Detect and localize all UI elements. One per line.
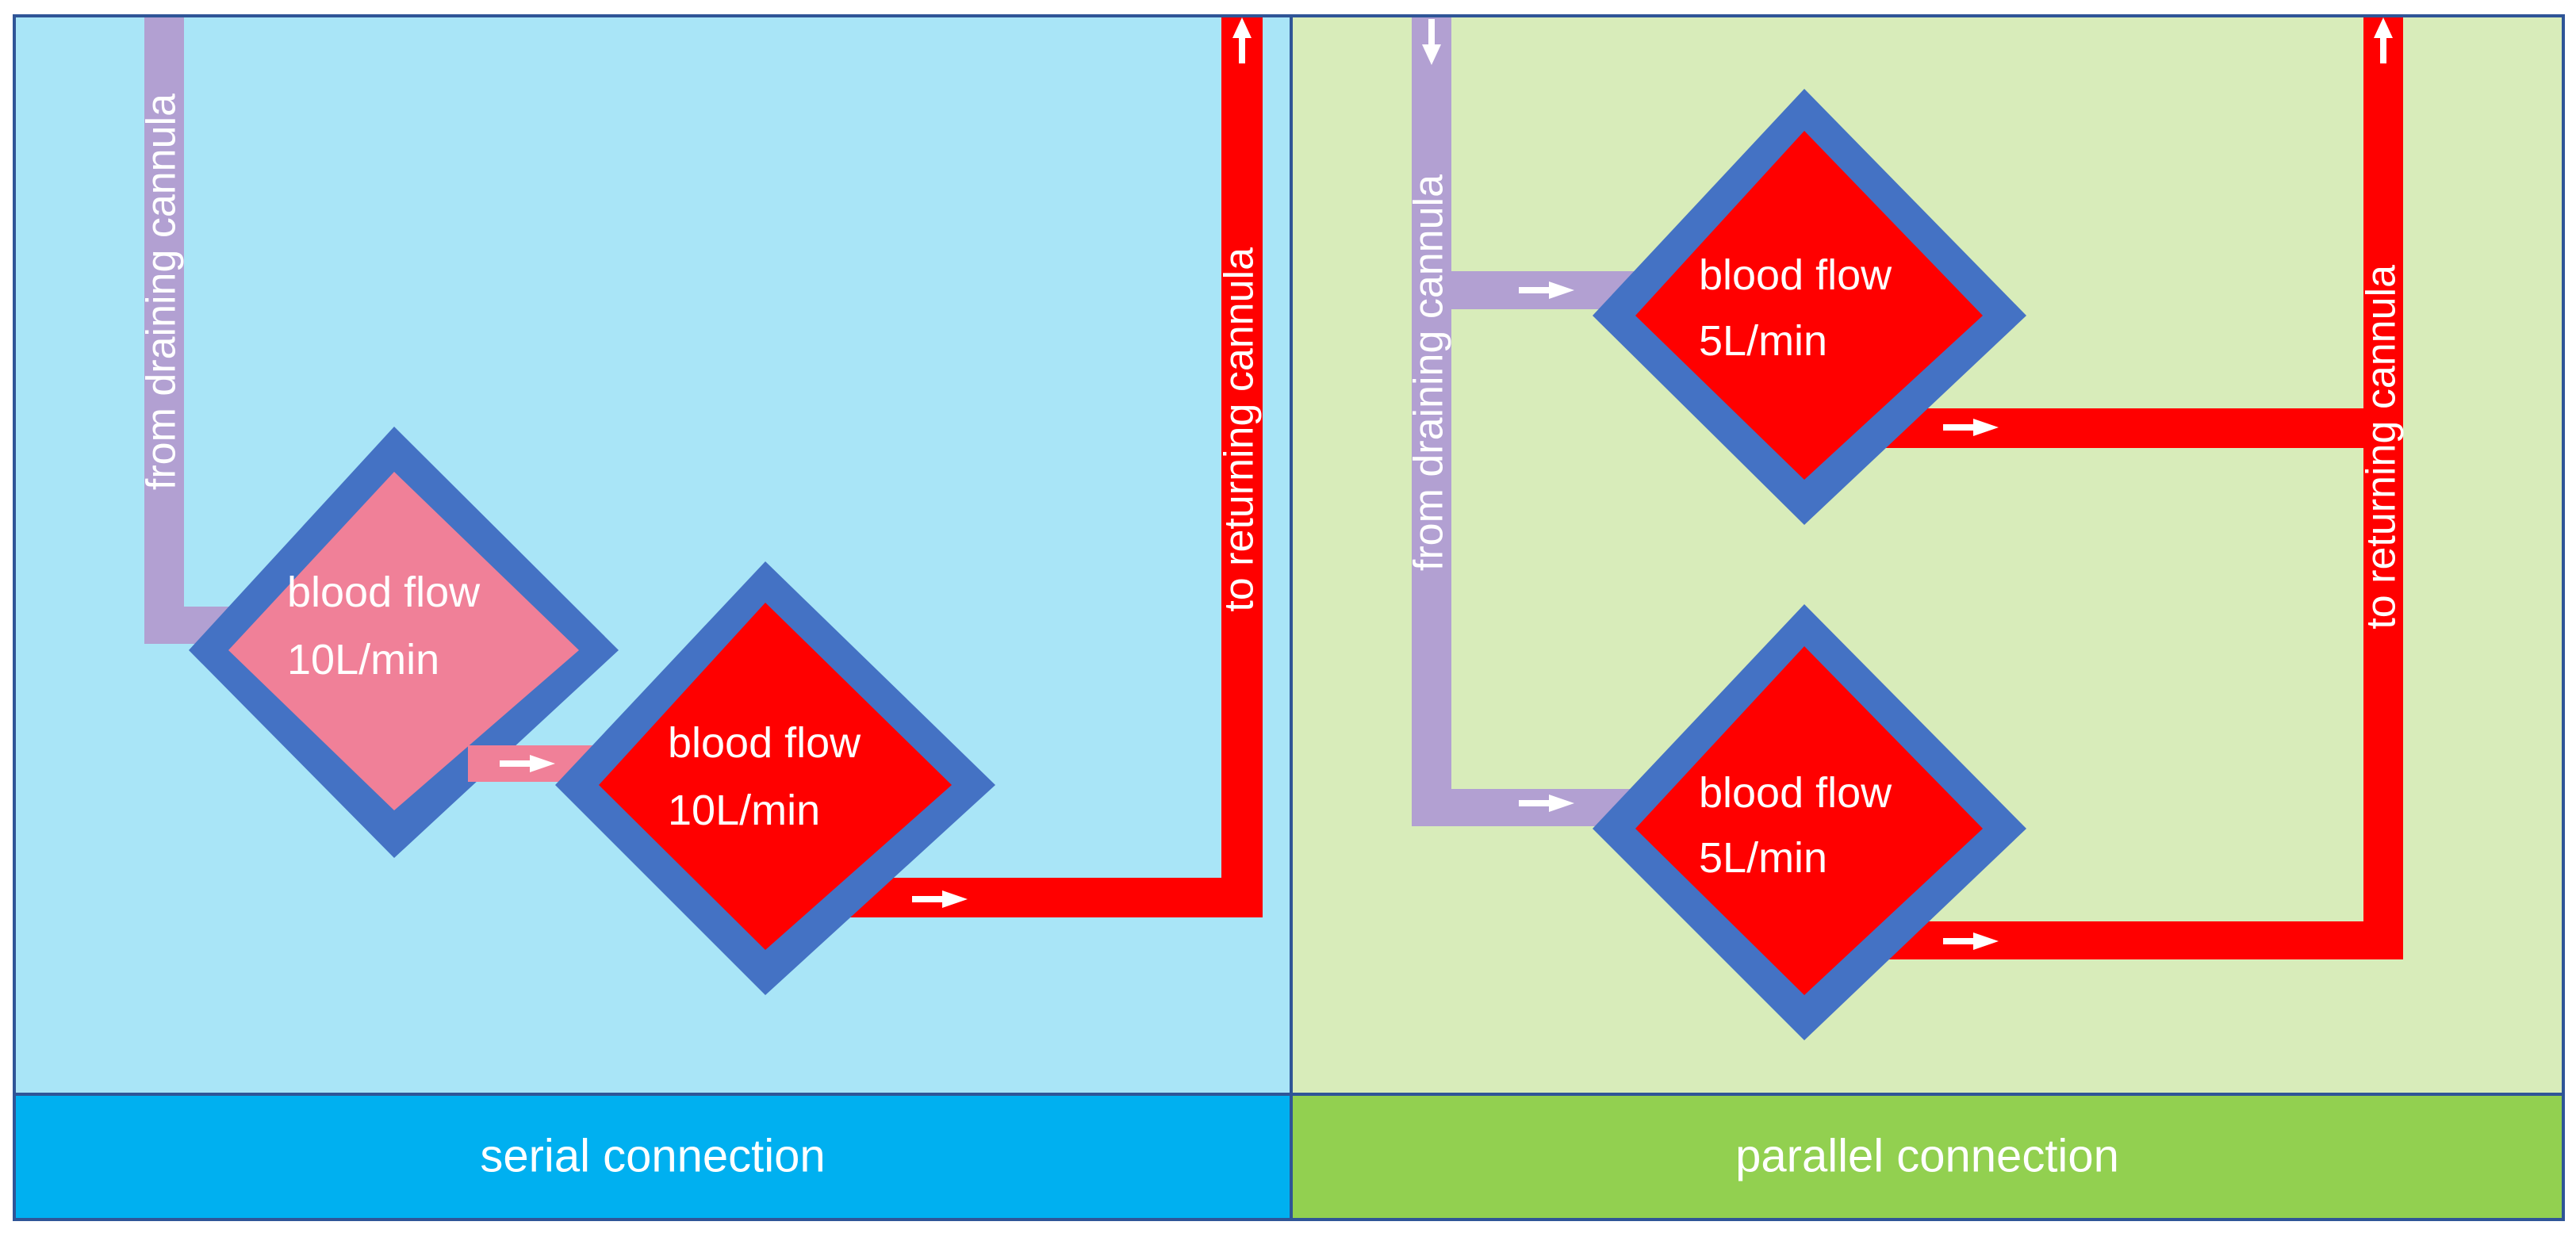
- parallel-drain-down-arrow-icon: [1422, 19, 1441, 65]
- parallel-drain-tube: [1412, 17, 1634, 826]
- parallel-panel: parallel connection from draining cannul…: [1290, 14, 2565, 1221]
- parallel-return-up-arrow-icon: [2374, 17, 2393, 63]
- parallel-oxygenator-1: blood flow 5L/min: [1593, 89, 2026, 525]
- parallel-outlet-1-arrow-icon: [1943, 419, 1999, 436]
- parallel-footer-bar: [1290, 1093, 2565, 1221]
- serial-return-up-arrow-icon: [1232, 17, 1252, 63]
- parallel-oxygenator-1-flow-rate: 5L/min: [1699, 317, 1827, 365]
- serial-oxygenator-1-flow-label: blood flow: [287, 569, 481, 616]
- serial-return-label: to returning cannula: [1217, 247, 1263, 612]
- serial-oxygenator-2-flow-label: blood flow: [668, 719, 861, 767]
- serial-connector-arrow-icon: [500, 755, 555, 772]
- parallel-oxygenator-2-flow-label: blood flow: [1699, 769, 1892, 817]
- serial-panel: serial connection from draining cannula …: [13, 14, 1293, 1221]
- serial-oxygenator-2: blood flow 10L/min: [555, 561, 995, 995]
- parallel-footer-label: parallel connection: [1735, 1130, 2119, 1181]
- serial-oxygenator-2-core: [599, 603, 952, 950]
- parallel-branch-1-arrow-icon: [1519, 281, 1574, 299]
- serial-oxygenator-1: blood flow 10L/min: [189, 427, 619, 858]
- parallel-oxygenator-1-core: [1635, 131, 1983, 480]
- serial-footer-label: serial connection: [480, 1130, 825, 1181]
- parallel-oxygenator-2-core: [1635, 646, 1983, 995]
- serial-oxygenator-1-core: [228, 472, 579, 810]
- serial-drain-tube: [144, 17, 230, 644]
- parallel-branch-2-arrow-icon: [1519, 795, 1574, 812]
- serial-oxygenator-2-flow-rate: 10L/min: [668, 787, 820, 834]
- serial-oxygenator-1-flow-rate: 10L/min: [287, 636, 439, 684]
- parallel-oxygenator-2: blood flow 5L/min: [1593, 604, 2026, 1040]
- parallel-drain-label: from draining cannula: [1406, 174, 1452, 571]
- serial-drain-label: from draining cannula: [139, 94, 185, 490]
- parallel-outlet-2-arrow-icon: [1943, 932, 1999, 950]
- parallel-return-label: to returning cannula: [2359, 265, 2405, 630]
- serial-panel-background: [13, 14, 1293, 1096]
- parallel-oxygenator-1-flow-label: blood flow: [1699, 251, 1892, 299]
- serial-footer-bar: [13, 1093, 1293, 1221]
- serial-return-arrow-icon: [912, 890, 968, 908]
- parallel-oxygenator-2-flow-rate: 5L/min: [1699, 834, 1827, 882]
